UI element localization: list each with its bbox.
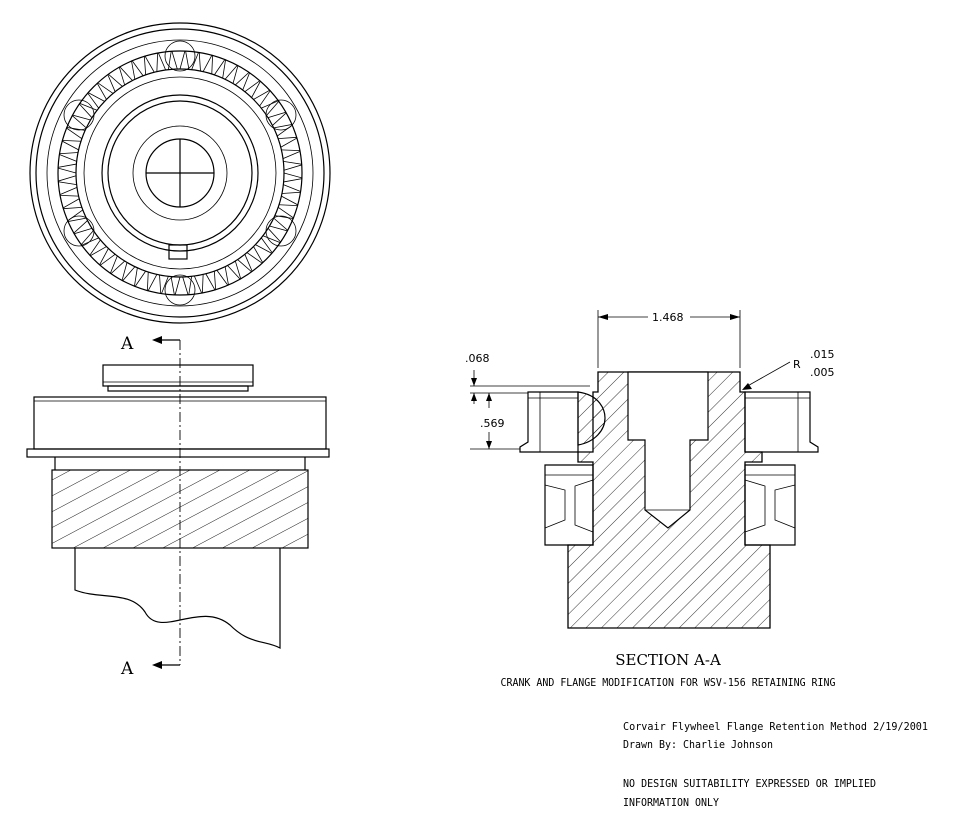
gear-tooth <box>62 198 82 210</box>
gear-tooth <box>235 71 251 91</box>
drawn-by-note: Drawn By: Charlie Johnson <box>623 738 773 751</box>
drawing-title-note: Corvair Flywheel Flange Retention Method… <box>623 720 928 733</box>
radius-prefix: R <box>793 358 801 371</box>
gear-tooth <box>58 152 79 162</box>
gear-tooth <box>193 274 204 294</box>
gear-tooth <box>283 160 303 171</box>
gear-tooth <box>170 276 181 296</box>
gear-tooth <box>278 136 298 148</box>
gear-tooth <box>281 184 302 194</box>
gear-tooth <box>99 248 116 266</box>
section-title: SECTION A-A <box>615 651 721 669</box>
section-view <box>519 371 819 629</box>
gear-tooth <box>61 139 81 151</box>
dim-depth: .068 <box>465 352 490 365</box>
gear-tooth <box>244 80 261 98</box>
gear-tooth <box>109 255 125 275</box>
gear-tooth <box>71 114 91 129</box>
annotations: SECTION A-A CRANK AND FLANGE MODIFICATIO… <box>501 651 929 809</box>
gear-tooth <box>87 92 105 109</box>
gear-tooth <box>224 64 239 84</box>
gear-tooth <box>269 217 289 232</box>
gear-tooth <box>107 73 123 92</box>
gear-tooth <box>283 172 303 183</box>
disclaimer-line-2: INFORMATION ONLY <box>623 796 719 809</box>
disclaimer-line-1: NO DESIGN SUITABILITY EXPRESSED OR IMPLI… <box>623 777 876 790</box>
gear-tooth <box>59 186 79 197</box>
gear-tooth <box>57 163 77 174</box>
gear-tooth <box>261 100 280 116</box>
gear-teeth <box>57 50 303 296</box>
gear-tooth <box>246 246 264 264</box>
gear-tooth <box>78 102 98 118</box>
gear-tooth <box>237 254 253 273</box>
gear-tooth <box>216 266 229 286</box>
top-end-view <box>29 22 331 324</box>
gear-tooth <box>133 267 146 287</box>
gear-tooth <box>262 228 282 244</box>
gear-tooth <box>89 239 107 257</box>
gear-tooth <box>255 237 273 254</box>
gear-tooth <box>273 124 293 137</box>
gear-tooth <box>73 220 93 235</box>
gear-tooth <box>167 50 178 70</box>
gear-tooth <box>96 82 114 100</box>
side-view: A A <box>26 334 330 679</box>
retaining-ring <box>577 391 606 446</box>
dim-width: 1.468 <box>652 311 684 324</box>
dimensions: 1.468 .068 .569 R .015 .005 <box>465 310 835 450</box>
gear-tooth <box>182 276 193 296</box>
gear-tooth <box>274 207 294 220</box>
gear-tooth <box>57 175 77 186</box>
gear-tooth <box>66 126 86 139</box>
section-mark-top: A <box>120 334 134 354</box>
section-arrow-bottom <box>152 661 162 669</box>
gear-tooth <box>121 262 136 282</box>
radius-lower: .005 <box>810 366 835 379</box>
dim-height: .569 <box>480 417 505 430</box>
gear-tooth <box>253 89 271 107</box>
gear-tooth <box>227 260 242 280</box>
gear-tooth <box>191 51 201 72</box>
gear-tooth <box>279 195 299 207</box>
gear-tooth <box>281 149 301 160</box>
gear-tooth <box>156 52 167 72</box>
gear-tooth <box>118 66 133 86</box>
gear-tooth <box>67 209 87 222</box>
radius-upper: .015 <box>810 348 835 361</box>
gear-tooth <box>179 50 190 70</box>
section-mark-bottom: A <box>120 659 134 679</box>
bore-cavity <box>627 371 709 529</box>
section-arrow-top <box>152 336 162 344</box>
gear-tooth <box>202 54 214 74</box>
section-subtitle: CRANK AND FLANGE MODIFICATION FOR WSV-15… <box>501 676 836 689</box>
gear-tooth <box>143 55 155 75</box>
gear-tooth <box>214 59 227 79</box>
gear-tooth <box>205 271 217 291</box>
gear-tooth <box>267 111 287 126</box>
gear-tooth <box>159 274 169 295</box>
gear-tooth <box>131 60 144 80</box>
gear-tooth <box>146 272 158 292</box>
gear-tooth <box>80 230 99 246</box>
